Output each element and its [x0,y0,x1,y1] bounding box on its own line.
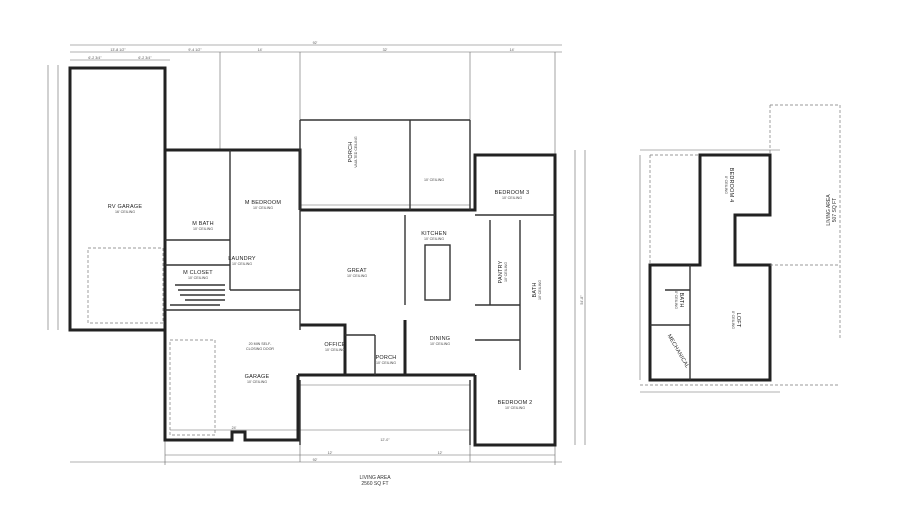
dimension-lines [47,44,586,465]
dim-rv-2: 6'-2 3/4" [138,56,152,60]
ceiling-label: 10' CEILING [502,196,522,200]
room-bedroom-2: BEDROOM 2 [498,400,533,406]
ceiling-label: 10' CEILING [430,342,450,346]
main-floor-walls [68,66,557,447]
dim-bottom-2: 12' [438,451,443,455]
room-kitchen: KITCHEN [421,231,447,237]
room-bath: BATH [532,282,538,297]
room-m-bedroom: M BEDROOM [245,200,282,206]
covered-ceiling-label: 10' CEILING [424,178,444,182]
room-pantry: PANTRY [498,260,504,283]
room-m-bath: M BATH [192,221,214,227]
room-bedroom-4: BEDROOM 4 [728,168,734,203]
ceiling-label: 8' CEILING [674,291,678,309]
dim-bottom-1: 12' [328,451,333,455]
dim-overall: 92' [313,41,318,45]
ceiling-label: 8' CEILING [731,311,735,329]
dim-top-1: 13'-8 1/2" [110,48,126,52]
upper-living-area-value: 507 SQ FT [832,198,838,222]
dim-overall-bottom: 92' [313,458,318,462]
room-dining: DINING [430,336,450,342]
room-great: GREAT [347,268,367,274]
room-loft: LOFT [735,313,741,328]
upper-floor-walls [639,104,841,393]
room-laundry: LAUNDRY [228,256,256,262]
ceiling-label: 10' CEILING [424,237,444,241]
ceiling-label: 10' CEILING [325,348,345,352]
room-rv-garage: RV GARAGE [108,204,143,210]
garage-door-note: 20 MIN SELF- [249,342,273,346]
room-bedroom-3: BEDROOM 3 [495,190,530,196]
room-porch-front: PORCH [376,355,397,361]
upper-living-area-label: LIVING AREA [826,194,832,226]
ceiling-label: 16' CEILING [115,210,135,214]
living-area-label: LIVING AREA [359,475,391,481]
room-m-closet: M CLOSET [183,270,213,276]
room-office: OFFICE [324,342,345,348]
ceiling-label: 10' CEILING [247,380,267,384]
ceiling-label: 10' CEILING [376,361,396,365]
room-mechanical: MECHANICAL [666,334,690,370]
ceiling-label: 10' CEILING [253,206,273,210]
ceiling-label: 10' CEILING [347,274,367,278]
dimension-labels: 92' 13'-8 1/2" 9'-4 1/2" 14' 32' 14' 6'-… [88,41,584,462]
dim-top-3: 14' [258,48,263,52]
room-porch-rear: PORCH [348,142,354,163]
ceiling-label: 10' CEILING [193,227,213,231]
dim-porch-span: 12'-0" [380,438,390,442]
main-floor-room-labels: RV GARAGE 16' CEILING M BEDROOM 10' CEIL… [108,136,542,487]
ceiling-label: 10' CEILING [504,262,508,282]
ceiling-label: VAULTED CEILING [354,136,358,168]
ceiling-label: 8' CEILING [724,176,728,194]
dim-right-depth: 54'-8" [580,295,584,305]
dim-garage-depth: 24' [232,426,237,430]
dim-top-5: 14' [510,48,515,52]
room-garage: GARAGE [245,374,270,380]
ceiling-label: 10' CEILING [538,280,542,300]
living-area-value: 2560 SQ FT [361,481,388,487]
ceiling-label: 10' CEILING [188,276,208,280]
ceiling-label: 10' CEILING [232,262,252,266]
upper-floor-room-labels: BEDROOM 4 8' CEILING LOFT 8' CEILING BAT… [666,168,838,370]
dim-rv-1: 6'-2 3/4" [88,56,102,60]
garage-door-note-2: CLOSING DOOR [246,347,274,351]
ceiling-label: 10' CEILING [505,406,525,410]
dim-top-4: 32' [383,48,388,52]
room-upper-bath: BATH [678,292,684,307]
dim-top-2: 9'-4 1/2" [188,48,202,52]
